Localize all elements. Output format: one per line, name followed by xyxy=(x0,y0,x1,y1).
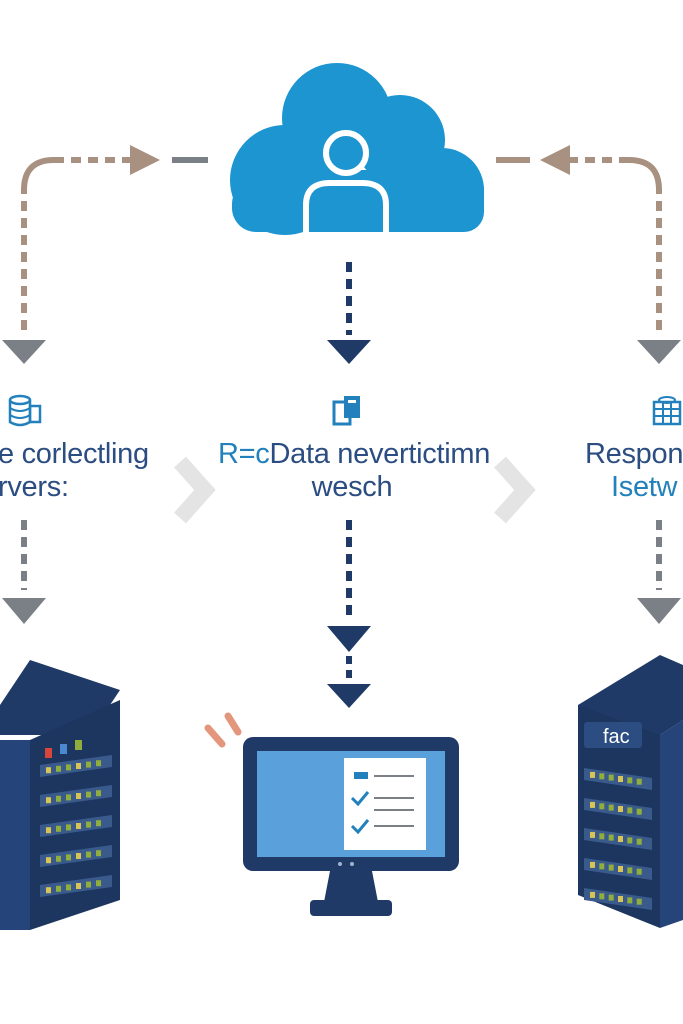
server-led xyxy=(56,765,61,772)
server-led xyxy=(636,808,642,815)
server-led xyxy=(618,866,623,872)
server-led xyxy=(46,827,51,834)
right-label-line2: Isetw xyxy=(611,471,678,503)
server-led xyxy=(46,857,51,864)
left-label: e corlectling rvers: xyxy=(0,438,149,504)
server-led xyxy=(96,760,101,767)
server-led xyxy=(618,896,623,902)
server-led xyxy=(590,831,595,838)
server-led xyxy=(636,898,642,905)
server-led xyxy=(66,794,71,801)
server-led xyxy=(46,767,51,774)
server-led xyxy=(590,861,595,868)
server-led xyxy=(608,864,614,871)
server-led xyxy=(608,834,614,841)
server-led xyxy=(66,764,71,771)
server-led xyxy=(599,833,605,840)
left-label-line1: e corlectling xyxy=(0,438,149,470)
server-led xyxy=(599,773,605,780)
server-led xyxy=(608,774,614,781)
server-led xyxy=(86,881,91,888)
center-label-rest: Data nevertictimn xyxy=(269,438,491,470)
server-led xyxy=(56,855,61,862)
server-led xyxy=(627,837,633,844)
server-led xyxy=(66,854,71,861)
server-led xyxy=(618,836,623,842)
server-led xyxy=(608,894,614,901)
server-rack-icon xyxy=(0,660,120,930)
server-led xyxy=(76,823,81,829)
server-led xyxy=(590,771,595,778)
server-status-light xyxy=(60,744,67,754)
right-down-arrow-1 xyxy=(637,340,681,364)
center-down-arrow-2 xyxy=(327,520,371,708)
server-led xyxy=(76,883,81,889)
center-label-prefix: R=c xyxy=(218,438,270,470)
left-return-connector xyxy=(21,145,208,330)
server-led xyxy=(76,793,81,799)
server-led xyxy=(636,778,642,785)
server-led xyxy=(599,863,605,870)
left-down-arrow-2 xyxy=(2,520,46,624)
chevron-right-icon xyxy=(494,456,536,524)
right-down-arrow-2 xyxy=(637,520,681,624)
server-led xyxy=(636,868,642,875)
monitor-checklist-icon xyxy=(204,712,459,916)
server-led xyxy=(636,838,642,845)
right-label: Respono Isetw xyxy=(585,438,683,504)
center-label-line2: wesch xyxy=(311,471,393,503)
server-led xyxy=(56,795,61,802)
server-led xyxy=(96,790,101,797)
server-led xyxy=(86,821,91,828)
server-led xyxy=(56,885,61,892)
server-led xyxy=(618,806,623,812)
server-status-light xyxy=(75,740,82,750)
server-led xyxy=(599,803,605,810)
server-led xyxy=(96,820,101,827)
right-label-line1: Respono xyxy=(585,438,683,470)
center-down-arrow-1 xyxy=(327,262,371,364)
server-tag-label: fac xyxy=(603,726,630,748)
server-led xyxy=(627,897,633,904)
server-led xyxy=(86,851,91,858)
server-led xyxy=(76,853,81,859)
server-led xyxy=(56,825,61,832)
database-icon xyxy=(8,394,42,427)
left-label-line2: rvers: xyxy=(0,471,69,503)
left-down-arrow-1 xyxy=(2,340,46,364)
server-led xyxy=(86,761,91,768)
server-led xyxy=(590,891,595,898)
documents-icon xyxy=(332,396,360,426)
server-status-light xyxy=(45,748,52,758)
server-led xyxy=(627,867,633,874)
server-led xyxy=(590,801,595,808)
server-led xyxy=(599,893,605,900)
server-led xyxy=(627,807,633,814)
server-led xyxy=(96,880,101,887)
center-label: R=cData nevertictimn wesch xyxy=(218,438,490,504)
server-led xyxy=(76,763,81,769)
grid-database-icon xyxy=(652,396,682,426)
server-led xyxy=(66,824,71,831)
server-led xyxy=(86,791,91,798)
server-led xyxy=(96,850,101,857)
server-led xyxy=(46,887,51,894)
right-return-connector xyxy=(496,145,662,330)
server-led xyxy=(618,776,623,782)
cloud-user-icon xyxy=(230,63,484,235)
chevron-left-icon xyxy=(174,456,216,524)
server-led xyxy=(627,777,633,784)
center-label-line1: R=cData nevertictimn xyxy=(218,438,490,471)
server-led xyxy=(608,804,614,811)
server-rack-right-icon xyxy=(578,655,683,928)
server-led xyxy=(46,797,51,804)
server-led xyxy=(66,884,71,891)
